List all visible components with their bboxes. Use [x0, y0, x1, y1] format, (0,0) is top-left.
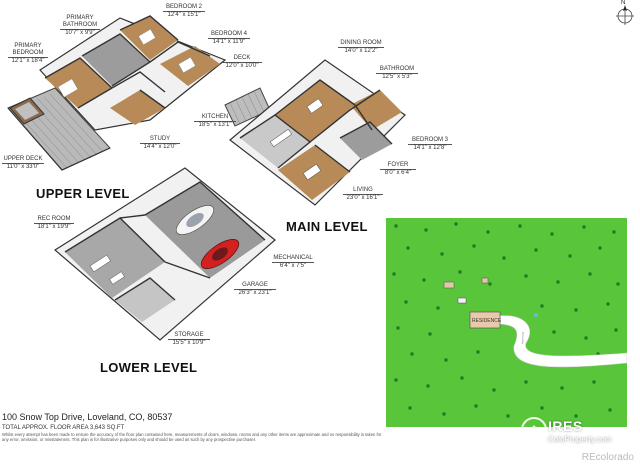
- residence-label: RESIDENCE: [472, 318, 502, 324]
- upper-level-title: UPPER LEVEL: [36, 186, 130, 201]
- floor-area: TOTAL APPROX. FLOOR AREA 3,643 SQ.FT: [2, 425, 125, 431]
- lower-level-plan: [53, 167, 276, 341]
- lower-level-title: LOWER LEVEL: [100, 360, 198, 375]
- main-level-title: MAIN LEVEL: [286, 219, 368, 234]
- ires-logo-icon: [521, 417, 547, 443]
- ires-brand: IRES: [548, 418, 583, 434]
- driveway-label: Driveway: [521, 331, 526, 345]
- main-level-plan: [224, 59, 406, 206]
- upper-level-plan: [7, 15, 227, 171]
- compass-letter: N: [621, 0, 626, 6]
- site-plan-map: [386, 218, 627, 427]
- recolorado-watermark: REcolorado: [581, 452, 634, 463]
- ires-subtitle: ColoProperty.com: [548, 435, 612, 444]
- property-address: 100 Snow Top Drive, Loveland, CO, 80537: [2, 412, 173, 422]
- north-arrow-icon: [616, 5, 634, 25]
- disclaimer-text: Whilst every attempt has been made to en…: [2, 432, 382, 443]
